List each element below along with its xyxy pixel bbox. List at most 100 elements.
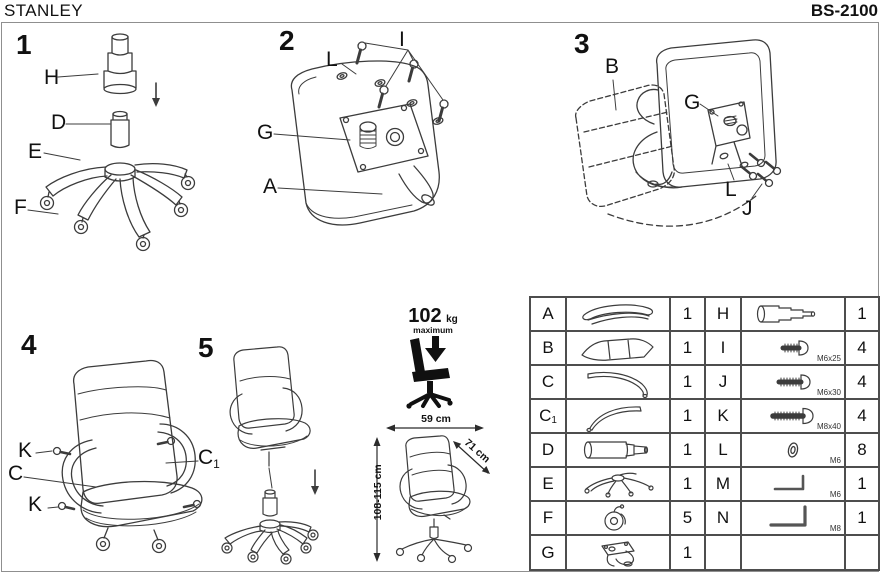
part-qty: 5 xyxy=(682,508,693,527)
armrest-screw-drawings xyxy=(52,436,202,511)
step-3-number: 3 xyxy=(574,28,590,59)
part-row-a-letter: A xyxy=(531,298,567,332)
weight-limit-text: 102 kg maximum xyxy=(388,306,478,335)
part-letter: G xyxy=(541,542,555,562)
step3-leader-lines xyxy=(612,79,763,199)
part-row-d-qty: 1 xyxy=(671,434,706,468)
part-row-l-icon: M6 xyxy=(742,434,846,468)
part-label-g3: G xyxy=(684,91,701,114)
dimensions-drawing xyxy=(373,424,490,564)
part-label-j: J xyxy=(742,197,753,220)
brand-title: STANLEY xyxy=(4,1,84,20)
part-qty: 1 xyxy=(857,474,867,493)
part-qty: 4 xyxy=(857,338,867,357)
part-qty: 1 xyxy=(682,474,693,493)
seat-icon xyxy=(582,304,654,325)
part-label-l: L xyxy=(326,48,338,71)
part-letter-sub: 1 xyxy=(551,414,557,426)
part-row-i-qty: 4 xyxy=(846,332,878,366)
step-5-number: 5 xyxy=(198,332,214,363)
width-dimension-label: 59 cm xyxy=(421,413,451,425)
part-qty: 1 xyxy=(682,304,693,323)
part-label-e: E xyxy=(28,140,43,163)
chair-back-drawing xyxy=(632,39,777,189)
part-qty: 1 xyxy=(682,440,693,459)
tilt-mechanism-drawing xyxy=(339,103,435,206)
part-row-e-qty: 1 xyxy=(671,468,706,502)
part-row-d-icon xyxy=(567,434,671,468)
weight-unit: kg xyxy=(446,314,458,325)
part-row-a-qty: 1 xyxy=(671,298,706,332)
part-row-e-letter: E xyxy=(531,468,567,502)
part-qty: 1 xyxy=(682,372,693,391)
part-row-j-letter: J xyxy=(706,366,742,400)
part-row-h-icon xyxy=(742,298,846,332)
part-row-f-letter: F xyxy=(531,502,567,536)
part-letter: D xyxy=(541,440,555,459)
part-label-l3: L xyxy=(725,178,737,201)
part-label-b: B xyxy=(605,55,620,78)
chair-body-drawing xyxy=(72,359,203,554)
washer-icon xyxy=(787,442,799,458)
washer-drawings xyxy=(336,72,444,125)
part-label-c: C xyxy=(8,462,24,485)
step2-leader-lines xyxy=(273,42,444,195)
part-row-i-letter: I xyxy=(706,332,742,366)
part-letter: I xyxy=(720,338,726,357)
part-size-label: M6x25 xyxy=(816,354,841,363)
part-label-d: D xyxy=(51,111,67,134)
bolt-m6x30-icon xyxy=(776,374,811,390)
part-label-i: I xyxy=(399,28,405,51)
part-letter: J xyxy=(718,372,728,391)
part-letter: F xyxy=(542,508,554,527)
part-row-g-qty: 1 xyxy=(671,536,706,569)
backrest-assembly-drawing xyxy=(574,39,782,227)
bolt-m8x40-icon xyxy=(770,407,814,425)
height-dimension-label: 108-115 cm xyxy=(371,464,384,521)
part-row-h-qty: 1 xyxy=(846,298,878,332)
caster-drawings xyxy=(39,173,196,252)
part-letter: M xyxy=(715,474,731,493)
part-label-c1-main: C xyxy=(198,446,214,469)
part-row-b-qty: 1 xyxy=(671,332,706,366)
part-letter: C xyxy=(539,406,552,425)
part-row-empty-qty xyxy=(846,536,878,569)
part-size-label: M6 xyxy=(829,490,841,499)
part-size-label: M8x40 xyxy=(816,422,841,431)
part-letter: C xyxy=(541,372,555,391)
step4-leader-lines xyxy=(23,450,199,509)
part-letter: B xyxy=(542,338,554,357)
bolt-and-washer-drawings xyxy=(719,152,782,188)
part-row-c-qty: 1 xyxy=(671,366,706,400)
part-qty: 1 xyxy=(682,406,693,425)
part-letter: H xyxy=(716,304,730,323)
part-qty: 1 xyxy=(857,304,867,323)
part-row-g-letter: G xyxy=(531,536,567,569)
part-row-f-icon xyxy=(567,502,671,536)
step-2-number: 2 xyxy=(279,25,295,56)
allen-key-m6-icon xyxy=(773,474,805,491)
model-number: BS-2100 xyxy=(810,1,878,20)
part-row-c1-qty: 1 xyxy=(671,400,706,434)
part-label-a: A xyxy=(263,175,278,198)
part-qty: 8 xyxy=(857,440,867,459)
part-row-k-letter: K xyxy=(706,400,742,434)
screw-drawings xyxy=(355,41,449,123)
weight-limit-pictogram xyxy=(406,336,453,409)
part-qty: 1 xyxy=(682,338,693,357)
mechanism-icon xyxy=(601,540,635,567)
part-row-f-qty: 5 xyxy=(671,502,706,536)
part-row-b-letter: B xyxy=(531,332,567,366)
part-row-l-qty: 8 xyxy=(846,434,878,468)
telescopic-cover-drawing xyxy=(103,33,137,95)
part-letter: N xyxy=(716,508,730,527)
gas-lift-drawing xyxy=(110,110,130,149)
specifications-block: 102 kg maximum xyxy=(358,298,510,570)
part-row-b-icon xyxy=(567,332,671,366)
armrest-right-icon xyxy=(586,406,642,432)
part-label-g: G xyxy=(257,121,274,144)
part-row-m-icon: M6 xyxy=(742,468,846,502)
base-assembly-drawing xyxy=(27,33,196,252)
step-4-number: 4 xyxy=(21,329,37,360)
